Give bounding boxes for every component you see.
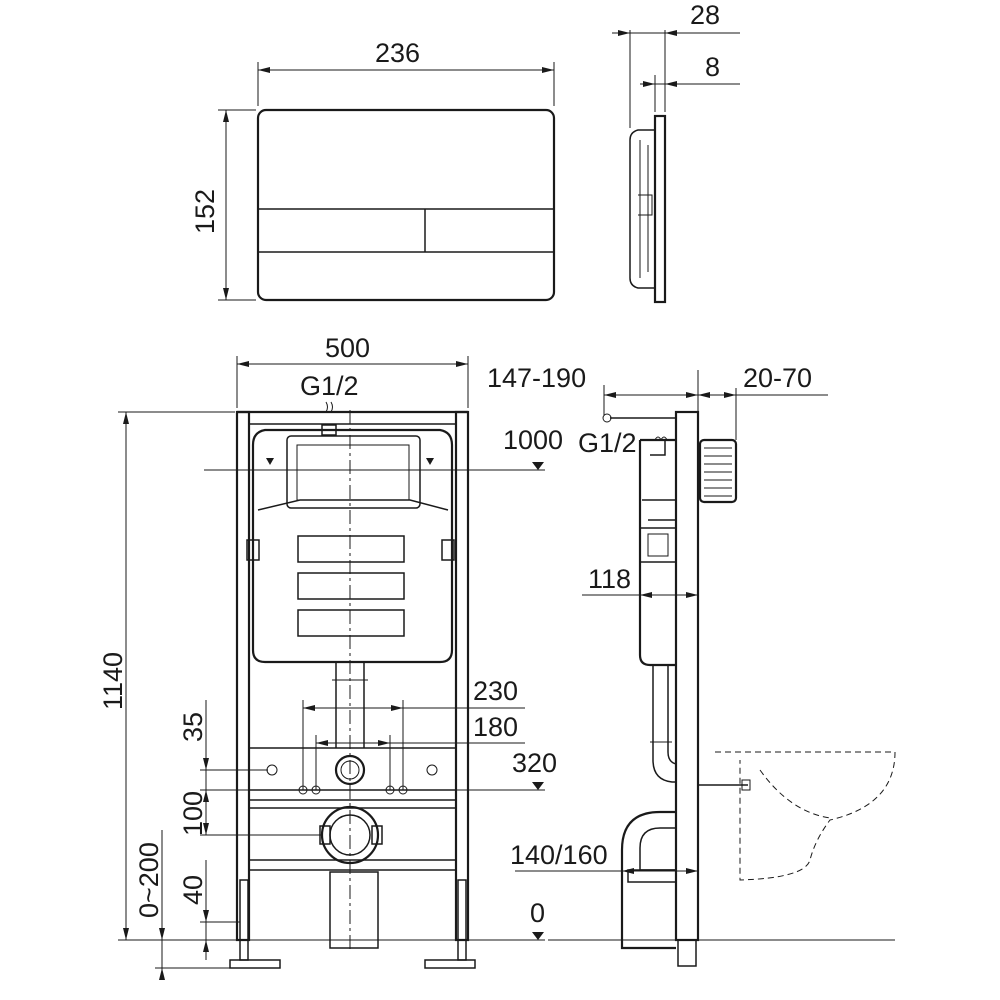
offset-100-label: 100 bbox=[178, 791, 208, 836]
frame-width-label: 500 bbox=[325, 333, 370, 363]
offset-35-label: 35 bbox=[178, 712, 208, 742]
floor-level-label: 0 bbox=[530, 898, 545, 928]
plate-height-label: 152 bbox=[190, 189, 220, 234]
water-inlet-side-label: G1/2 bbox=[578, 428, 637, 458]
frame-height-label: 1140 bbox=[98, 652, 128, 710]
flush-plate-side: 28 8 bbox=[612, 0, 740, 304]
bolt-spacing-inner-label: 180 bbox=[473, 712, 518, 742]
wall-thickness-label: 20-70 bbox=[743, 363, 812, 393]
plate-depth-button-label: 8 bbox=[705, 52, 720, 82]
frame-side: 147-190 20-70 G1/2 118 140/160 bbox=[487, 363, 896, 967]
frame-front: 1000 G1/2 500 1140 0 230 180 bbox=[98, 333, 563, 980]
water-inlet-label: G1/2 bbox=[300, 371, 359, 401]
tank-depth-label: 118 bbox=[588, 564, 631, 594]
bolt-spacing-outer-label: 230 bbox=[473, 676, 518, 706]
wall-gap-label: 147-190 bbox=[487, 363, 586, 393]
plate-width-label: 236 bbox=[375, 38, 420, 68]
bolt-height-label: 320 bbox=[512, 748, 557, 778]
outlet-size-label: 140/160 bbox=[510, 840, 608, 870]
offset-40-label: 40 bbox=[178, 875, 208, 905]
flush-plate-front: 236 152 bbox=[190, 38, 556, 302]
inlet-height-label: 1000 bbox=[503, 425, 563, 455]
floor-adjust-label: 0~200 bbox=[134, 842, 164, 918]
plate-depth-total-label: 28 bbox=[690, 0, 720, 30]
